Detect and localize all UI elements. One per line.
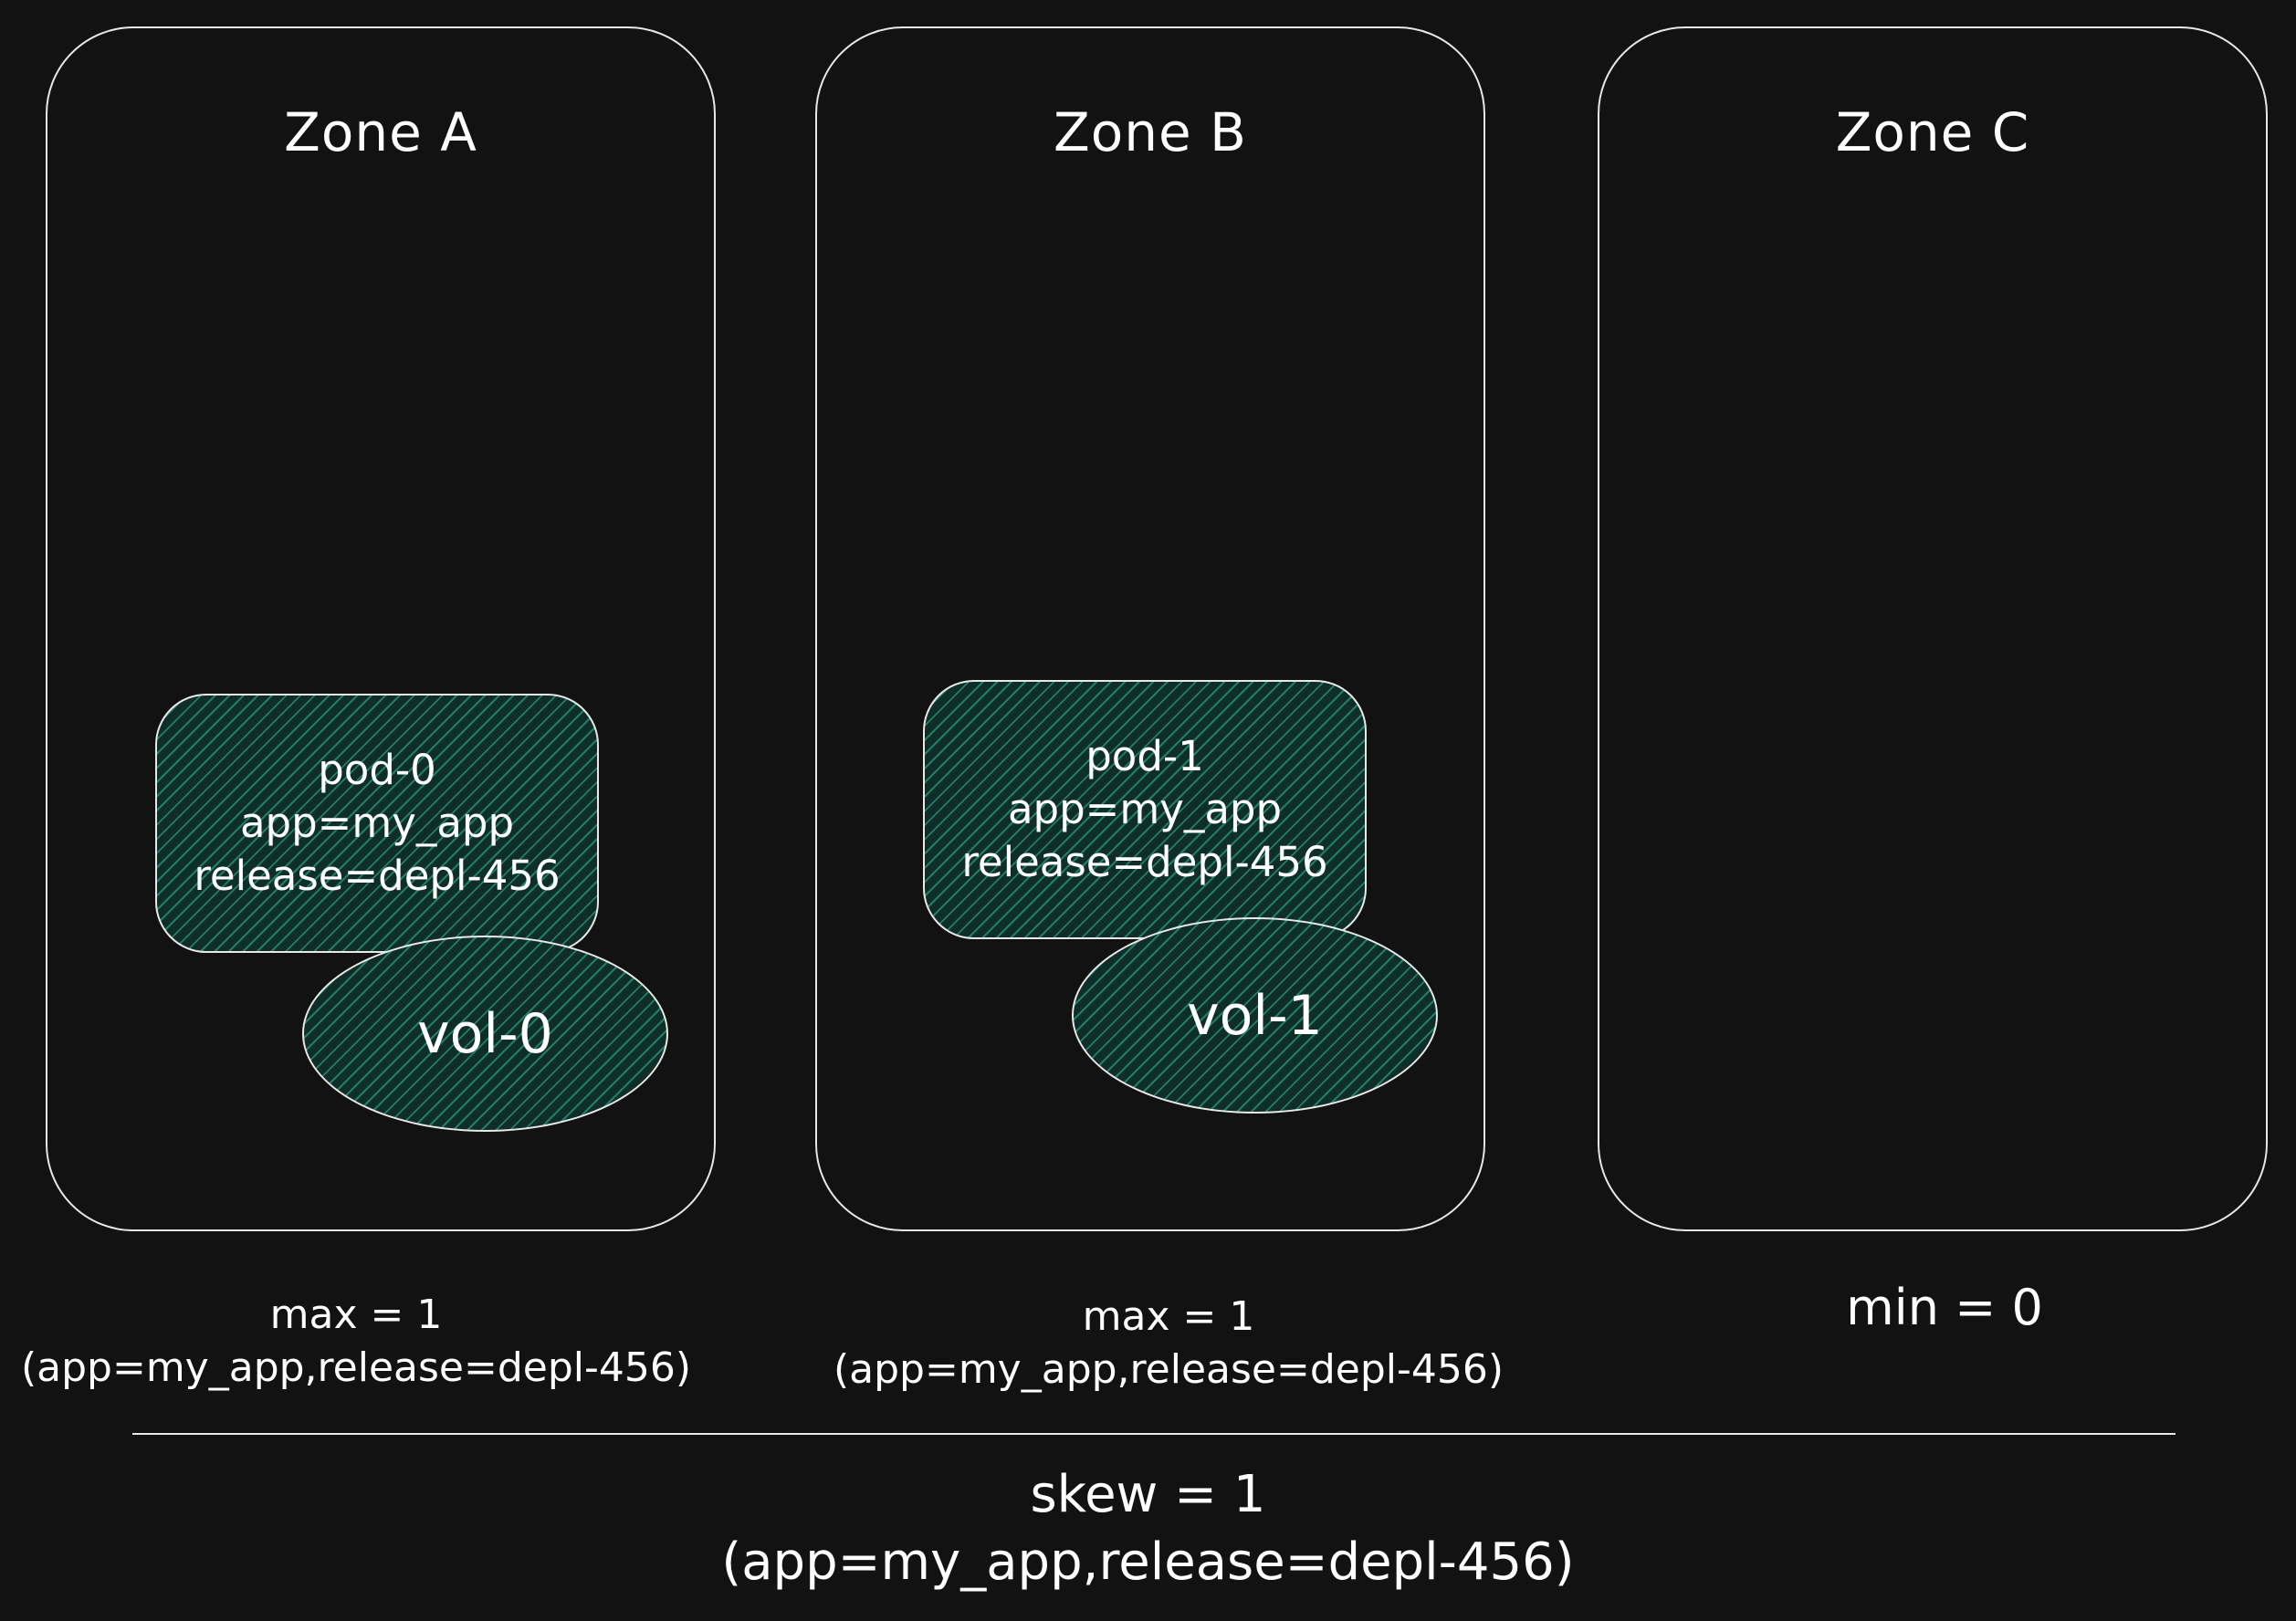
zone-c-box: Zone C [1598, 26, 2268, 1231]
pod-0-app-label: app=my_app [239, 799, 515, 847]
zone-a-title: Zone A [284, 101, 477, 163]
zone-b-stat-selector: (app=my_app,release=depl-456) [833, 1346, 1504, 1393]
vol-1-ellipse: vol-1 [1072, 917, 1438, 1114]
vol-1-label: vol-1 [1187, 983, 1323, 1048]
skew-selector: (app=my_app,release=depl-456) [721, 1532, 1575, 1592]
summary-divider [132, 1433, 2175, 1435]
zone-b-title: Zone B [1054, 101, 1247, 163]
zone-c-stat: min = 0 [1634, 1282, 2255, 1333]
zone-a-box: Zone A [46, 26, 716, 1231]
zone-b-stat-value: max = 1 [1082, 1293, 1255, 1340]
pod-1-box: pod-1 app=my_app release=depl-456 [923, 680, 1367, 939]
skew-summary: skew = 1 (app=my_app,release=depl-456) [0, 1462, 2296, 1597]
zone-a-stat-selector: (app=my_app,release=depl-456) [20, 1344, 692, 1391]
zone-b-stat: max = 1 (app=my_app,release=depl-456) [803, 1292, 1534, 1397]
zone-a-stat-value: max = 1 [269, 1292, 443, 1338]
zone-c-stat-value: min = 0 [1846, 1279, 2043, 1336]
pod-0-name: pod-0 [318, 746, 436, 794]
skew-value: skew = 1 [1030, 1465, 1266, 1524]
pod-0-box: pod-0 app=my_app release=depl-456 [155, 694, 599, 953]
vol-0-label: vol-0 [417, 1001, 553, 1066]
zone-b-box: Zone B [815, 26, 1485, 1231]
pod-1-name: pod-1 [1085, 732, 1204, 780]
vol-0-ellipse: vol-0 [302, 936, 668, 1132]
pod-1-app-label: app=my_app [1007, 785, 1283, 833]
pod-1-release-label: release=depl-456 [961, 838, 1328, 886]
zone-a-stat: max = 1 (app=my_app,release=depl-456) [0, 1290, 712, 1396]
pod-0-release-label: release=depl-456 [194, 852, 561, 900]
zone-c-title: Zone C [1835, 101, 2030, 163]
